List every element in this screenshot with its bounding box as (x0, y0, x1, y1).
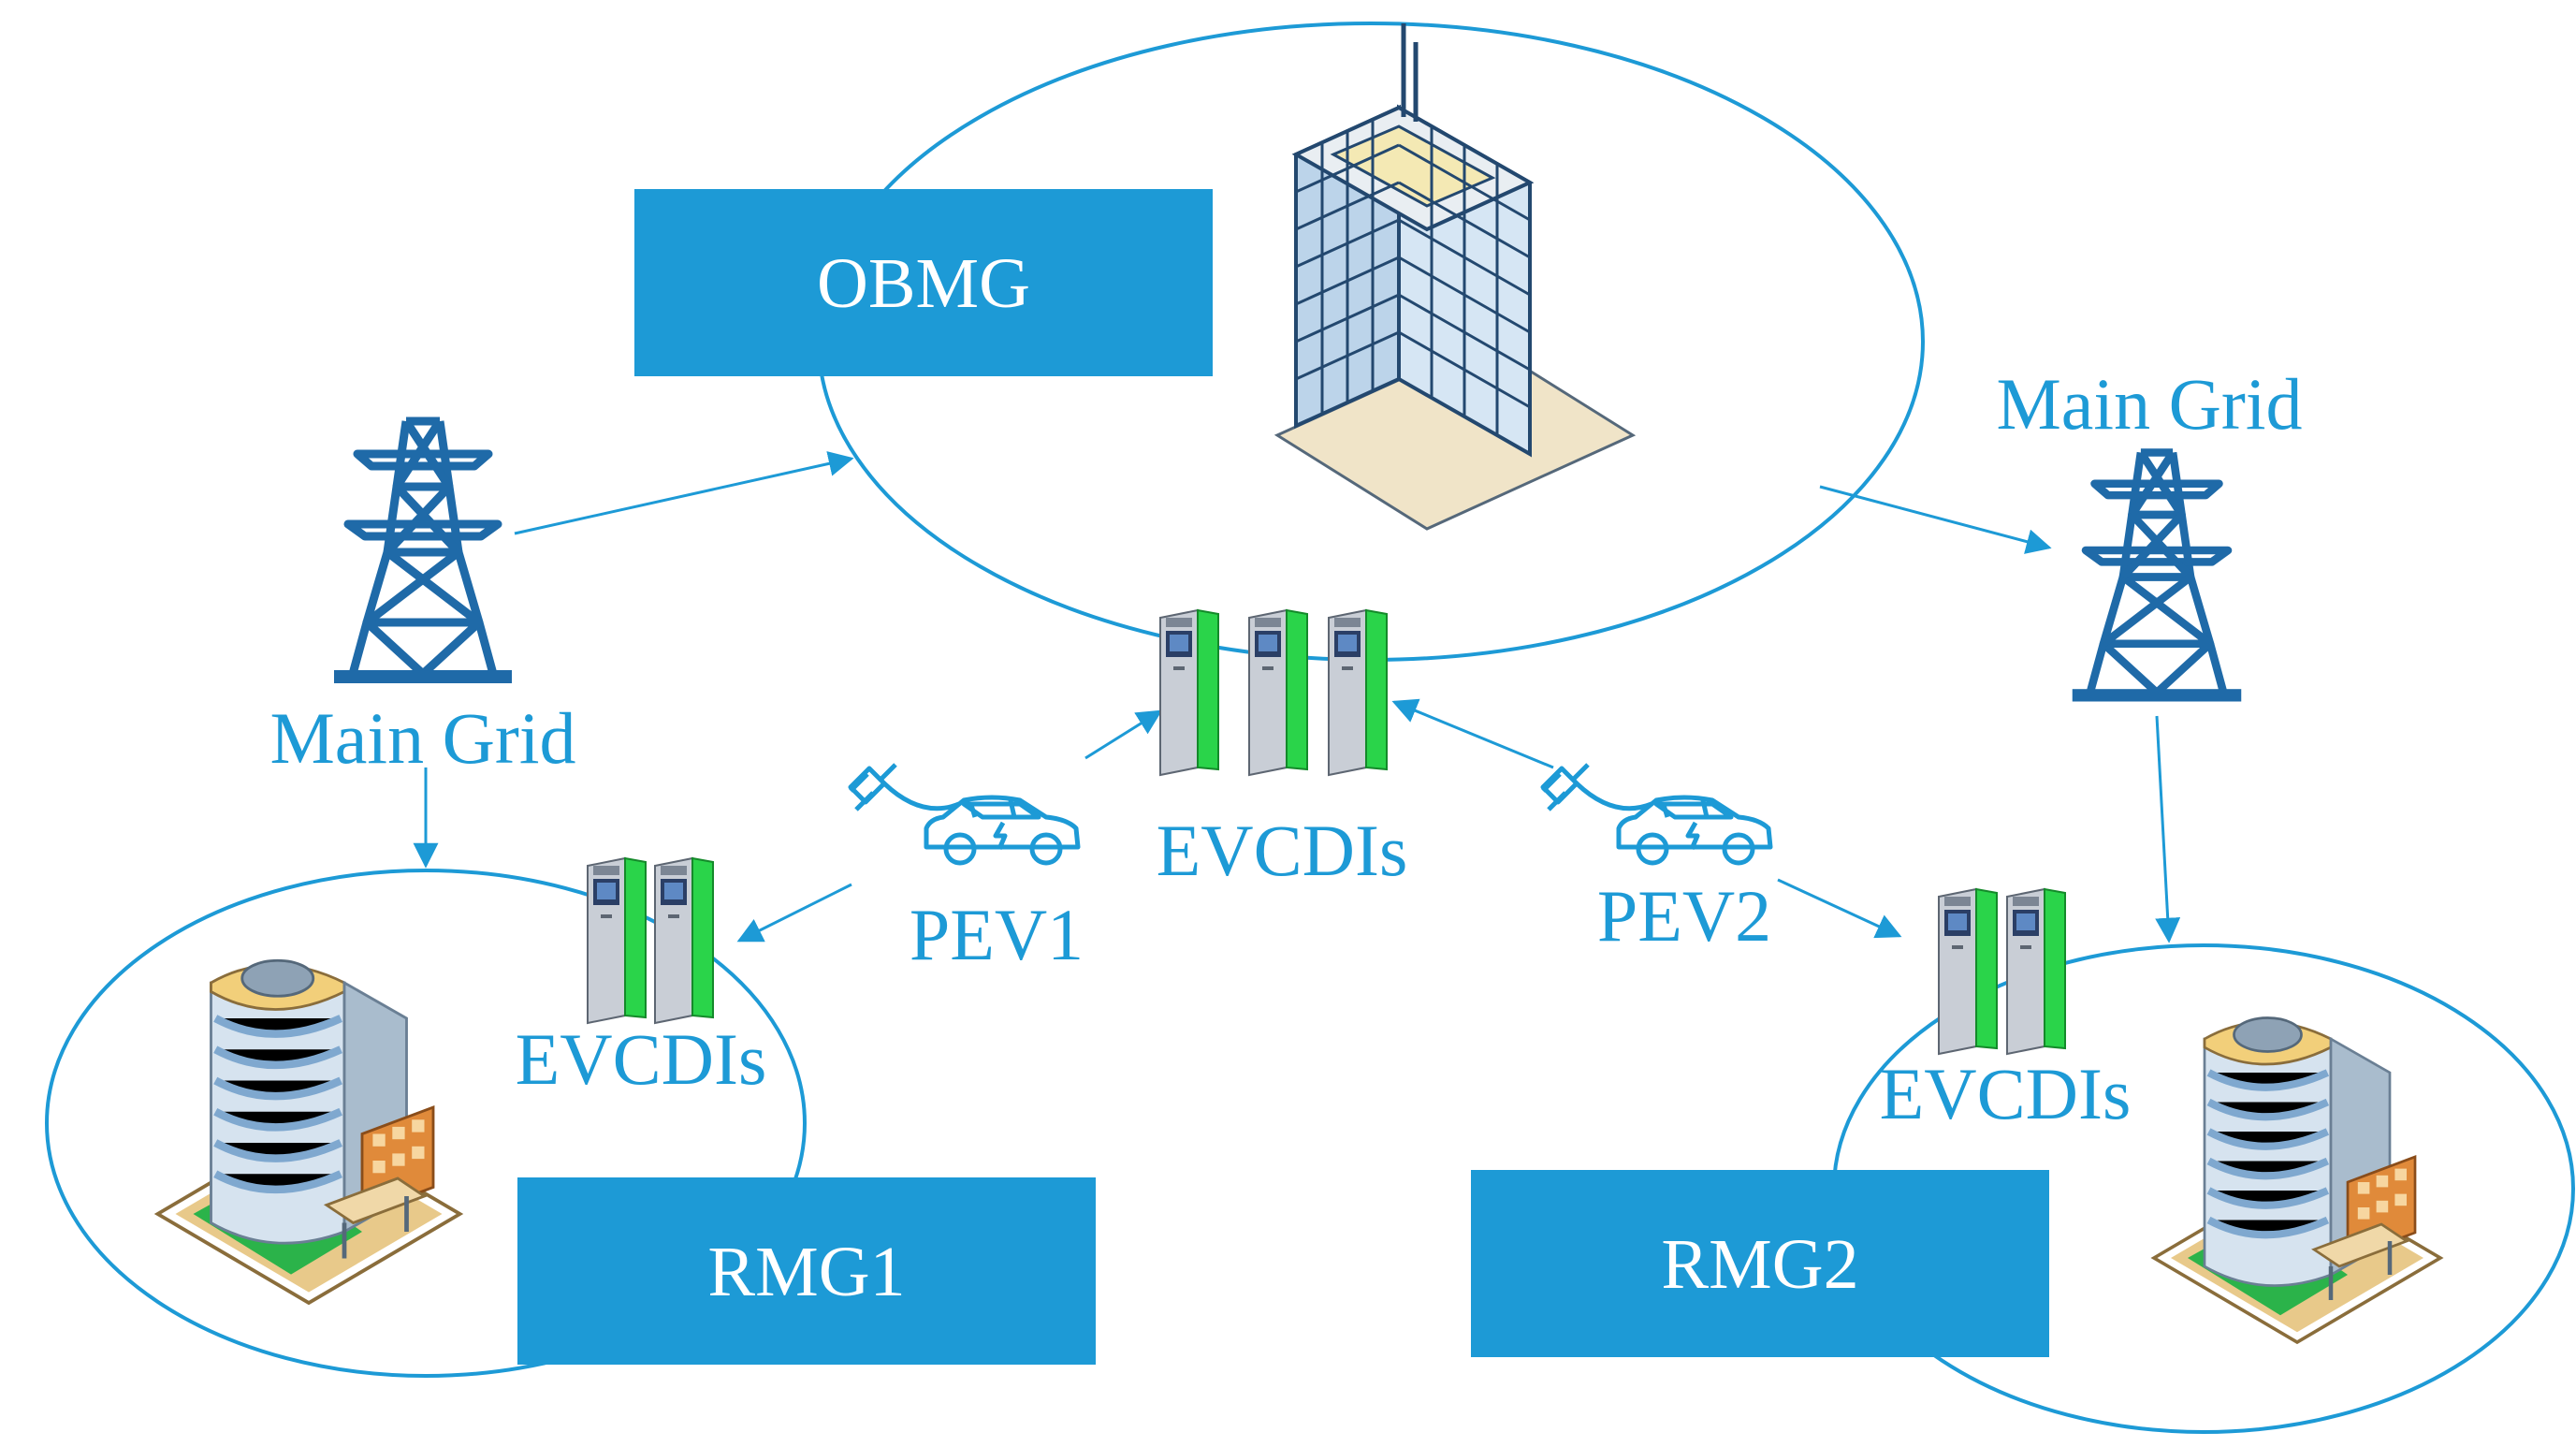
charging-station-icon (654, 857, 714, 1024)
charging-station-group-right (1938, 888, 2066, 1055)
plug-icon (1543, 765, 1652, 810)
charging-station-group-left (587, 857, 714, 1024)
arrow-pev2-to-evcdis-center (1391, 698, 1554, 769)
obmg-box: OBMG (634, 189, 1213, 376)
arrow-obmg-to-maingrid (1819, 485, 2052, 554)
residential-building-icon-rmg2 (2154, 1018, 2440, 1343)
charging-station-icon (587, 857, 647, 1024)
transmission-tower-icon-left (334, 421, 512, 683)
transmission-tower-icon-right (2073, 453, 2242, 702)
pev2-label: PEV2 (1597, 875, 1771, 957)
rmg1-label: RMG1 (707, 1233, 905, 1311)
pev1-icon-group (851, 765, 1078, 863)
charging-station-icon (1159, 609, 1219, 776)
arrow-pev1-to-evcdis-center (1084, 709, 1163, 760)
charging-station-icon (1328, 609, 1388, 776)
evcdis-label-left: EVCDIs (516, 1018, 767, 1100)
main-grid-label-right: Main Grid (1996, 363, 2302, 445)
residential-building-icon-rmg1 (157, 960, 459, 1303)
rmg1-box: RMG1 (517, 1177, 1096, 1365)
charging-station-icon (2006, 888, 2066, 1055)
plug-icon (851, 765, 959, 810)
rmg2-label: RMG2 (1661, 1225, 1858, 1304)
charging-station-icon (1248, 609, 1308, 776)
arrow-pev2-to-evcdis-right (1777, 878, 1902, 939)
obmg-label: OBMG (817, 244, 1030, 323)
arrow-maingrid-to-rmg2 (2155, 715, 2181, 943)
evcdis-label-right: EVCDIs (1880, 1053, 2132, 1134)
office-building-icon (1277, 23, 1633, 529)
charging-station-icon (1938, 888, 1998, 1055)
arrow-maingrid-to-obmg (514, 451, 854, 535)
rmg2-box: RMG2 (1471, 1170, 2049, 1357)
main-grid-label-left: Main Grid (269, 697, 575, 779)
evcdis-label-center: EVCDIs (1157, 810, 1408, 891)
arrow-pev1-to-evcdis-left (736, 883, 852, 943)
charging-station-group-center (1159, 609, 1388, 776)
rmg1-area (45, 869, 807, 1378)
pev1-label: PEV1 (910, 894, 1084, 975)
pev2-icon-group (1543, 765, 1770, 863)
